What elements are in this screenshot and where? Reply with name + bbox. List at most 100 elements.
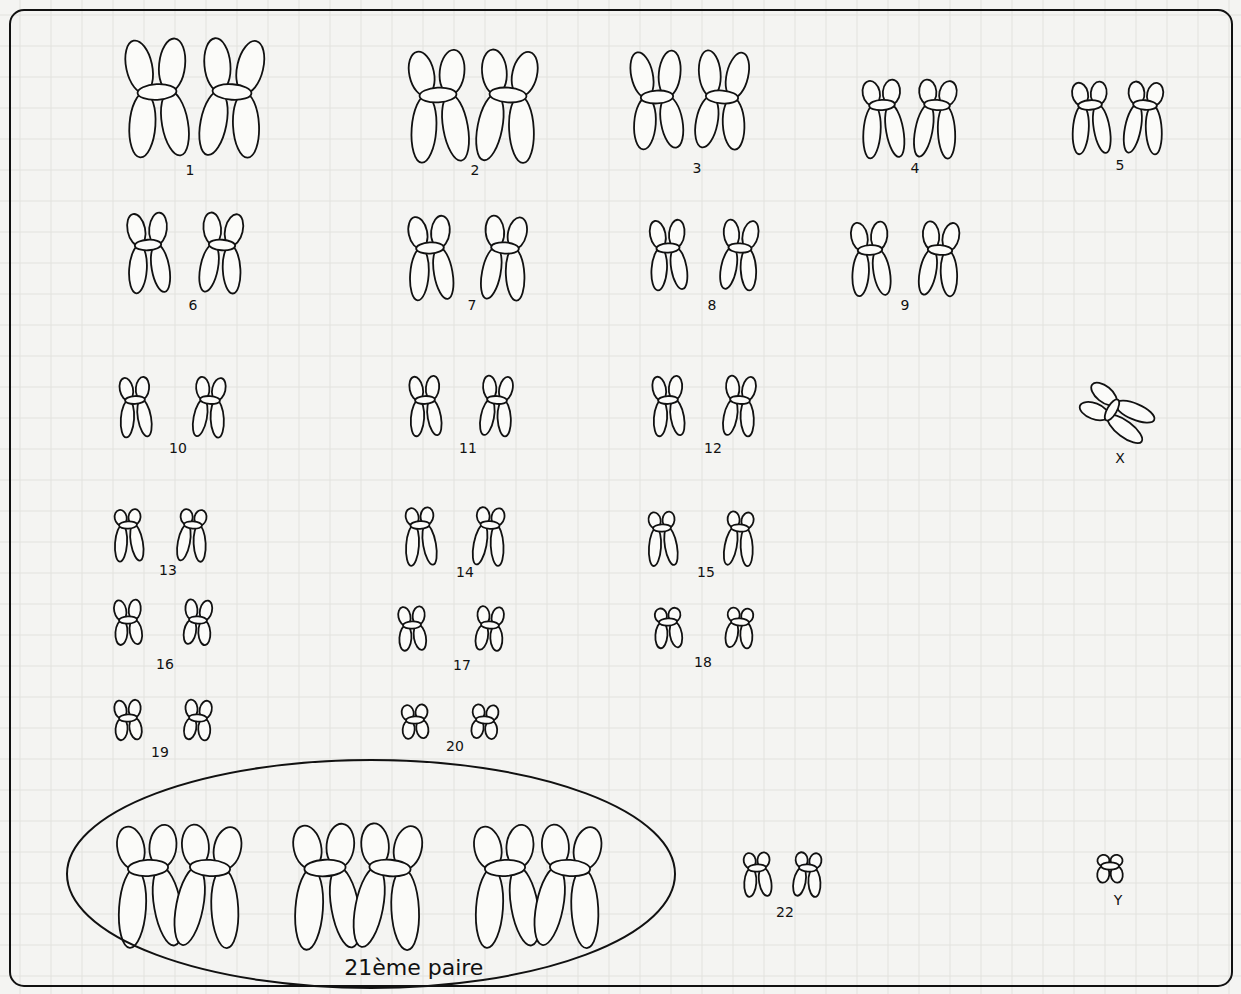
chromosome [112, 598, 144, 646]
centromere [748, 864, 766, 872]
grid-line [51, 0, 52, 994]
chromosome [915, 220, 963, 298]
chromosome [400, 703, 430, 740]
chromosome-number: 14 [456, 564, 474, 580]
grid-line [1229, 0, 1230, 994]
centromere [1133, 99, 1157, 110]
chromosome-number: 15 [697, 564, 715, 580]
grid-line [1012, 0, 1013, 994]
centromere [369, 858, 411, 877]
centromere [705, 89, 738, 104]
centromere [799, 864, 817, 872]
grid-line [0, 821, 1241, 822]
chromatid-arm [490, 525, 505, 566]
chromosome [847, 220, 894, 298]
chromatid-arm [405, 525, 421, 566]
grid-line [0, 387, 1241, 388]
chromatid-arm [348, 864, 390, 949]
chromosome-number: 18 [694, 654, 712, 670]
centromere [1102, 397, 1122, 422]
grid-line [392, 0, 393, 994]
centromere [731, 524, 749, 532]
chromosome [169, 821, 249, 950]
centromere [189, 714, 207, 722]
chromatid-arm [410, 400, 426, 437]
chromatid-arm [128, 524, 146, 562]
chromosome-number: 4 [911, 160, 920, 176]
chromosome [116, 376, 154, 439]
chromosome [1120, 80, 1168, 156]
chromosome [720, 374, 759, 438]
chromatid-arm [473, 868, 505, 949]
grid-line [0, 976, 1241, 977]
grid-line [1043, 0, 1044, 994]
chromosome [1096, 854, 1123, 883]
grid-line [0, 790, 1241, 791]
chromatid-arm [851, 250, 870, 297]
chromosome [690, 48, 753, 152]
chromosome-number: 9 [901, 297, 910, 313]
centromere [1078, 100, 1102, 111]
chromosome [402, 506, 440, 567]
centromere [549, 859, 590, 878]
chromosome-number: 7 [468, 297, 477, 313]
chromosome-number: 6 [189, 297, 198, 313]
chromosome [111, 508, 146, 563]
chromosome [473, 605, 506, 652]
grid-line [826, 0, 827, 994]
grid-line [0, 356, 1241, 357]
centromere [406, 716, 424, 724]
chromatid-arm [721, 526, 740, 565]
grid-line [82, 0, 83, 994]
chromosome [470, 703, 500, 740]
ellipse-line [67, 760, 675, 988]
chromatid-arm [862, 105, 883, 159]
grid-line [0, 418, 1241, 419]
chromosome [723, 606, 755, 649]
centromere [491, 242, 519, 255]
grid-line [981, 0, 982, 994]
chromosome-number: Y [1114, 892, 1123, 908]
chromatid-arm [662, 527, 680, 566]
centromere [184, 521, 202, 529]
centromere [656, 243, 680, 253]
chromosome-number: 10 [169, 440, 187, 456]
grid-line [0, 294, 1241, 295]
centromere [119, 714, 137, 722]
chromatid-arm [470, 523, 490, 565]
centromere [731, 618, 749, 626]
chromosome [123, 211, 173, 295]
centromere [730, 395, 750, 404]
chromosome [407, 374, 445, 437]
chromatid-arm [293, 868, 326, 951]
chromatid-arm [632, 97, 657, 150]
chromosome [190, 375, 229, 439]
grid-line [888, 0, 889, 994]
grid-line [1136, 0, 1137, 994]
chromosome [721, 510, 757, 567]
centromere [410, 521, 430, 530]
centromere [135, 239, 162, 251]
grid-line [0, 697, 1241, 698]
centromere [416, 242, 444, 255]
chromatid-arm [937, 105, 957, 159]
chromosome-number: 16 [156, 656, 174, 672]
chromosome [113, 699, 144, 742]
chromatid-arm [420, 524, 440, 566]
chromosome [181, 598, 214, 646]
centromere [125, 396, 145, 405]
chromatid-arm [507, 95, 535, 163]
chromosome [194, 35, 269, 160]
chromatid-arm [529, 865, 570, 948]
grid-line [0, 480, 1241, 481]
centromere [127, 859, 168, 877]
centromere [641, 90, 674, 105]
centromere [304, 859, 346, 878]
chromatid-arm [408, 248, 430, 301]
chromatid-arm [231, 92, 260, 158]
grid-line [268, 0, 269, 994]
pair-caption: 21ème paire [344, 954, 483, 979]
centromere [869, 99, 895, 111]
centromere [480, 521, 500, 530]
